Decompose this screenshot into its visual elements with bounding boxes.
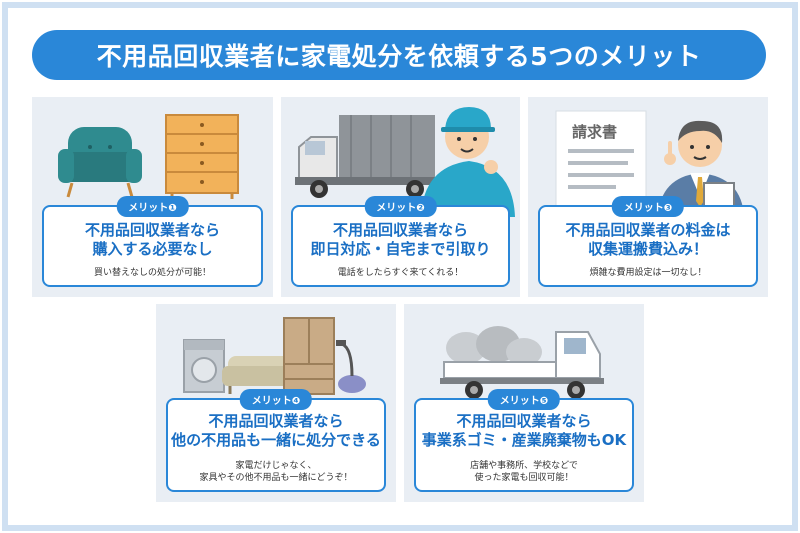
invoice-label: 請求書 [572, 123, 617, 141]
drawer-chest-icon [165, 114, 239, 199]
merit-card-1-panel: メリット❶ 不用品回収業者なら購入する必要なし 買い替えなしの処分が可能！ [42, 196, 263, 287]
merit-card-4-panel: メリット❹ 不用品回収業者なら他の不用品も一緒に処分できる 家電だけじゃなく、家… [166, 389, 386, 492]
page-title: 不用品回収業者に家電処分を依頼する5つのメリット [32, 30, 766, 80]
merit-card-5-panel: メリット❺ 不用品回収業者なら事業系ゴミ・産業廃棄物もOK 店舗や事務所、学校な… [414, 389, 634, 492]
card-4-illustration [183, 317, 366, 395]
truck-icon [295, 115, 441, 198]
merit-headline-3: 不用品回収業者の料金は収集運搬費込み！ [565, 221, 731, 258]
card-1-illustration [58, 114, 239, 199]
merit-subtext-2: 電話をしたらすぐ来てくれる！ [337, 268, 464, 278]
merit-card-3: 請求書 メリット❸ 不用品回収業者の料金は収集運搬費込み！ 煩雑な費用設定は一切… [528, 97, 768, 297]
merit-card-2-panel: メリット❷ 不用品回収業者なら即日対応・自宅まで引取り 電話をしたらすぐ来てくれ… [291, 196, 510, 287]
merit-headline-1: 不用品回収業者なら購入する必要なし [84, 221, 220, 258]
vacuum-icon [336, 340, 366, 393]
armchair-icon [58, 127, 142, 198]
merit-headline-5: 不用品回収業者なら事業系ゴミ・産業廃棄物もOK [421, 412, 627, 449]
merit-subtext-1: 買い替えなしの処分が可能！ [93, 268, 211, 278]
worker-icon [421, 107, 515, 217]
merit-badge-4: メリット❹ [239, 389, 313, 410]
merit-card-1: メリット❶ 不用品回収業者なら購入する必要なし 買い替えなしの処分が可能！ [32, 97, 273, 297]
merit-badge-1: メリット❶ [116, 196, 189, 217]
merit-card-2: メリット❷ 不用品回収業者なら即日対応・自宅まで引取り 電話をしたらすぐ来てくれ… [281, 97, 520, 297]
merit-card-5: メリット❺ 不用品回収業者なら事業系ゴミ・産業廃棄物もOK 店舗や事務所、学校な… [404, 304, 644, 502]
merit-headline-4: 不用品回収業者なら他の不用品も一緒に処分できる [171, 412, 381, 449]
card-5-illustration [440, 326, 604, 399]
merit-badge-5: メリット❺ [487, 389, 561, 410]
merit-card-4: メリット❹ 不用品回収業者なら他の不用品も一緒に処分できる 家電だけじゃなく、家… [156, 304, 396, 502]
merit-badge-2: メリット❷ [364, 196, 437, 217]
washing-machine-icon [183, 339, 225, 393]
merit-headline-2: 不用品回収業者なら即日対応・自宅まで引取り [310, 221, 491, 258]
merit-card-3-panel: メリット❸ 不用品回収業者の料金は収集運搬費込み！ 煩雑な費用設定は一切なし！ [538, 196, 758, 287]
merit-badge-3: メリット❸ [611, 196, 685, 217]
merit-subtext-4: 家電だけじゃなく、家具やその他不用品も一緒にどうぞ！ [199, 461, 353, 483]
merit-subtext-5: 店舗や事務所、学校などで使った家電も回収可能！ [470, 461, 578, 483]
merit-subtext-3: 煩雑な費用設定は一切なし！ [589, 268, 707, 278]
garbage-truck-icon [440, 326, 604, 399]
card-2-illustration [295, 107, 515, 217]
cabinet-icon [283, 317, 335, 395]
invoice-icon: 請求書 [555, 110, 647, 212]
